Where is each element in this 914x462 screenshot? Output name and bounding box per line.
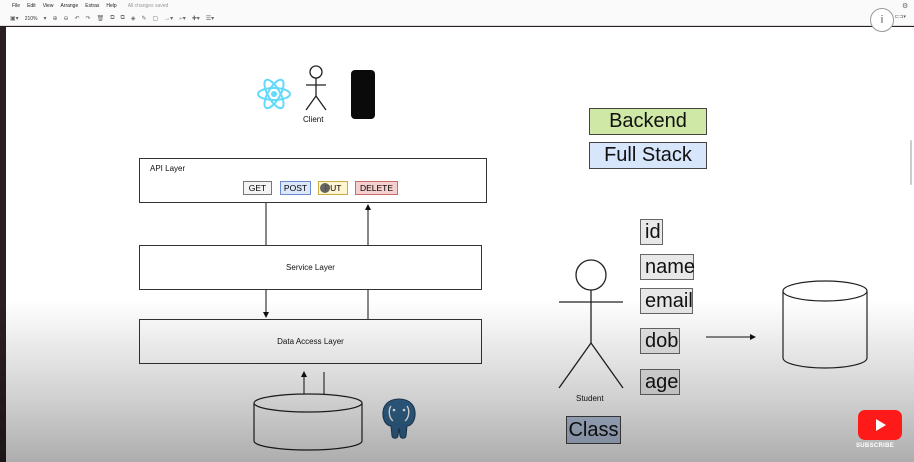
waypoints-icon[interactable]: ⌐▾ — [179, 16, 186, 22]
undo-icon[interactable]: ↶ — [74, 16, 80, 22]
person-icon — [305, 65, 327, 111]
api-layer-title: API Layer — [150, 164, 186, 173]
postgresql-icon — [382, 398, 416, 439]
vertical-scrollbar[interactable] — [910, 140, 912, 185]
client-label: Client — [303, 115, 324, 124]
database-icon — [253, 393, 363, 451]
zoom-out-icon[interactable]: ⊖ — [63, 16, 69, 22]
format-toggle-icon[interactable]: ⊏⊐▾ — [895, 14, 906, 20]
zoom-level[interactable]: 210% — [24, 15, 38, 22]
menu-arrange[interactable]: Arrange — [60, 3, 79, 9]
backend-tag[interactable]: Backend — [589, 108, 707, 135]
menu-file[interactable]: File — [12, 3, 21, 9]
method-post[interactable]: POST — [280, 181, 311, 195]
insert-icon[interactable]: ✚▾ — [191, 16, 200, 22]
to-back-icon[interactable]: ⧉ — [120, 15, 125, 21]
phone-icon — [351, 70, 375, 119]
api-layer-box[interactable] — [139, 158, 487, 203]
to-front-icon[interactable]: ⧉ — [110, 15, 115, 21]
method-get[interactable]: GET — [243, 181, 272, 195]
delete-icon[interactable]: 🗑 — [96, 16, 105, 22]
field-age[interactable]: age — [640, 369, 680, 395]
class-tag[interactable]: Class — [566, 416, 621, 444]
format-panel-icon[interactable]: ▣▾ — [10, 16, 19, 22]
zoom-dropdown-icon[interactable]: ▾ — [43, 16, 47, 22]
field-dob[interactable]: dob — [640, 328, 680, 354]
connection-icon[interactable]: →▾ — [164, 16, 174, 22]
react-icon — [257, 78, 291, 110]
redo-icon[interactable]: ↷ — [85, 16, 91, 22]
field-id[interactable]: id — [640, 219, 663, 245]
data-access-layer-box[interactable]: Data Access Layer — [139, 319, 482, 364]
service-layer-label: Service Layer — [286, 263, 335, 272]
data-access-layer-label: Data Access Layer — [277, 337, 344, 346]
method-delete[interactable]: DELETE — [355, 181, 398, 195]
zoom-in-icon[interactable]: ⊕ — [52, 16, 58, 22]
mouse-cursor — [320, 183, 330, 193]
shadow-icon[interactable]: ▢ — [152, 16, 159, 22]
table-icon[interactable]: ☰▾ — [205, 16, 215, 22]
line-color-icon[interactable]: ✎ — [141, 16, 147, 22]
menu-view[interactable]: View — [42, 3, 54, 9]
menu-help[interactable]: Help — [106, 3, 117, 9]
menu-extras[interactable]: Extras — [85, 3, 100, 9]
youtube-icon[interactable] — [858, 410, 902, 440]
service-layer-box[interactable]: Service Layer — [139, 245, 482, 290]
toolbar: ▣▾ 210% ▾ ⊕ ⊖ ↶ ↷ 🗑 ⧉ ⧉ ◈ ✎ ▢ →▾ ⌐▾ ✚▾ ☰… — [0, 12, 914, 26]
field-name[interactable]: name — [640, 254, 695, 280]
fill-color-icon[interactable]: ◈ — [130, 16, 136, 22]
subscribe-label: SUBSCRIBE — [856, 443, 895, 449]
menu-edit[interactable]: Edit — [27, 3, 36, 9]
help-icon[interactable]: i — [870, 8, 894, 32]
field-email[interactable]: email — [640, 288, 693, 314]
student-database-icon — [782, 280, 868, 369]
gear-icon[interactable]: ⚙ — [902, 3, 909, 10]
save-status: All changes saved — [127, 3, 169, 9]
drawing-canvas[interactable] — [6, 27, 914, 462]
full-stack-tag[interactable]: Full Stack — [589, 142, 707, 169]
menu-bar: File Edit View Arrange Extras Help All c… — [0, 0, 914, 12]
student-label: Student — [576, 394, 604, 403]
student-person-icon — [558, 259, 624, 389]
